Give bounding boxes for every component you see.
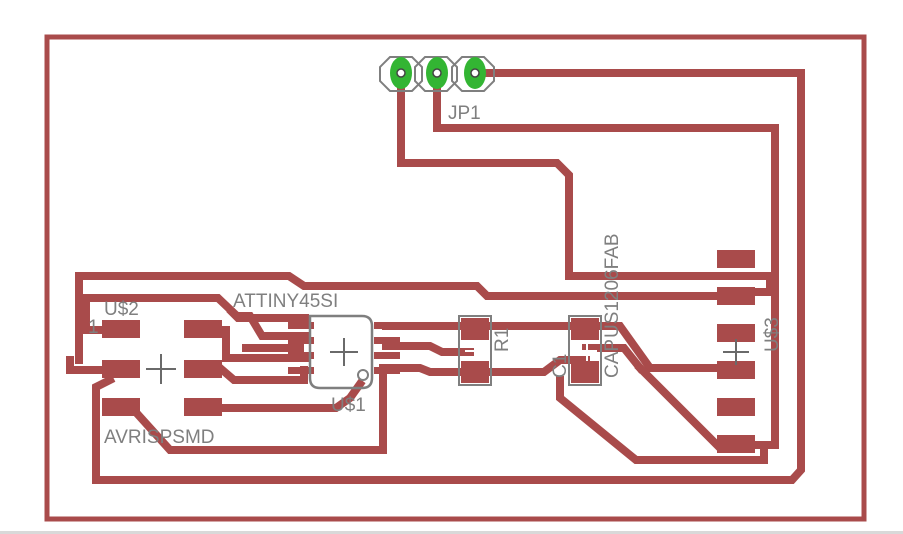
c1-outline (568, 315, 602, 386)
trace-r1-right (472, 322, 744, 372)
attiny-outline (308, 314, 374, 390)
jp1-pin2-outline (414, 56, 458, 92)
pad-us3-4 (717, 361, 755, 379)
pad-us3-6 (717, 435, 755, 453)
trace-c1-mid (582, 344, 646, 374)
pad-us2-4 (184, 360, 222, 378)
pad-attiny-6 (374, 337, 400, 344)
pad-r1-a (461, 318, 489, 340)
label-us1: U$1 (331, 395, 366, 416)
label-attiny: ATTINY45SI (233, 291, 338, 312)
pad-attiny-1 (288, 322, 314, 329)
trace-c1-lower (556, 376, 768, 464)
pad-us2-6 (184, 398, 222, 416)
r1-origin-cross (465, 341, 485, 361)
pad-attiny-7 (374, 352, 400, 359)
pad-us3-1 (717, 250, 755, 268)
pad-us2-3 (102, 360, 140, 378)
attiny-origin-cross (330, 338, 358, 366)
pad-us2-1 (102, 320, 140, 338)
label-r1: R1 (492, 328, 513, 352)
c1-origin-cross (577, 341, 597, 361)
trace-us2-1 (82, 294, 309, 340)
label-cap: CAP (602, 339, 623, 378)
us3-origin-cross (723, 339, 749, 365)
r1-outline (458, 315, 492, 386)
pad-attiny-3 (288, 352, 314, 359)
traces (66, 69, 805, 484)
pad-us2-2 (184, 320, 222, 338)
pad-us2-5 (102, 398, 140, 416)
trace-attiny-l1 (226, 306, 309, 322)
jp1-drill-1 (396, 68, 406, 78)
trace-top-bus (75, 272, 740, 364)
label-avrisp: AVRISPSMD (104, 427, 215, 448)
label-c1: C1 (550, 354, 571, 378)
pad-us3-5 (717, 398, 755, 416)
pad-c1-a (571, 318, 599, 340)
pad-r1-b (461, 361, 489, 383)
pad-attiny-8 (374, 367, 400, 374)
trace-jp1-pin1 (397, 69, 774, 296)
pad-us3-3 (717, 324, 755, 342)
silkscreen (146, 314, 749, 390)
board-outline (44, 34, 867, 522)
us2-origin-cross (146, 354, 176, 384)
jp1-drill-2 (432, 68, 442, 78)
pad-attiny-2 (288, 337, 314, 344)
jp1-drill-3 (470, 68, 480, 78)
label-pin1: 1 (88, 317, 99, 338)
jp1-pin3-outline (451, 56, 495, 92)
jp1-pin1-outline (379, 56, 423, 92)
label-us1206fab: US1206FAB (602, 233, 623, 338)
pad-attiny-4 (288, 367, 314, 374)
label-us3: U$3 (762, 317, 783, 352)
labels: JP1 U$2 1 ATTINY45SI U$1 AVRISPSMD R1 C1… (88, 103, 783, 448)
attiny-pin1-dot (357, 369, 369, 381)
label-jp1: JP1 (448, 103, 481, 124)
label-us2: U$2 (104, 299, 139, 320)
pad-attiny-5 (374, 322, 400, 329)
trace-attiny-r2 (382, 342, 474, 356)
trace-us2-2 (66, 356, 114, 374)
pad-us3-2 (717, 287, 755, 305)
pad-c1-b (571, 361, 599, 383)
trace-u3-5 (634, 362, 724, 452)
jp1-header (379, 56, 495, 92)
smd-pads (102, 250, 755, 453)
trace-avrisp-1 (198, 378, 366, 412)
trace-jp1-pin3 (92, 69, 805, 484)
bottom-edge-line (0, 531, 903, 534)
